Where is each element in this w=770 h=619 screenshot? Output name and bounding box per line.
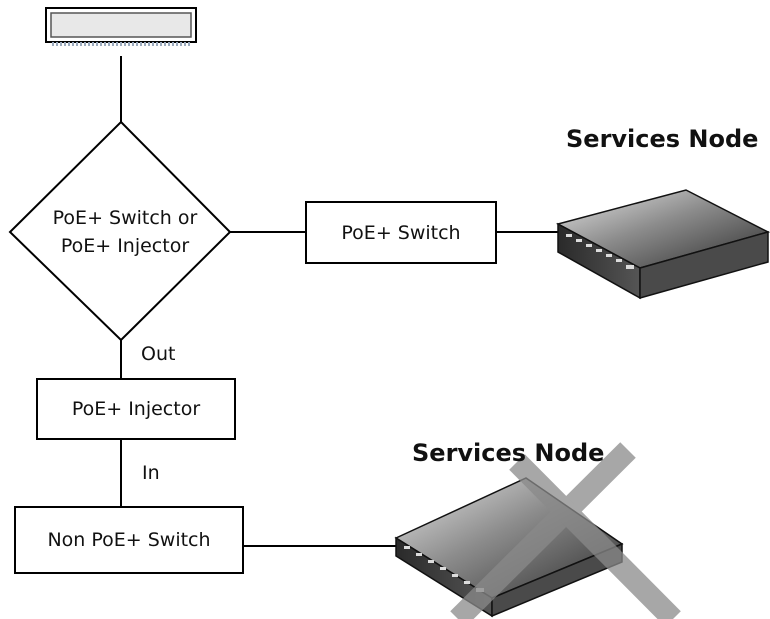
non-poe-switch-box: Non PoE+ Switch [14,506,244,574]
in-label: In [142,462,160,484]
cross-out-mark [450,442,681,619]
decision-diamond [8,120,232,342]
power-device-icon [45,7,197,46]
decision-label-line1: PoE+ Switch or [52,207,198,229]
poe-injector-label: PoE+ Injector [71,398,201,420]
poe-switch-box: PoE+ Switch [305,201,497,264]
poe-switch-label: PoE+ Switch [341,221,461,244]
non-poe-switch-label: Non PoE+ Switch [47,529,211,551]
decision-label: PoE+ Switch or PoE+ Injector [20,204,230,260]
decision-label-line2: PoE+ Injector [60,235,190,257]
services-node-top-title: Services Node [566,125,759,153]
services-node-bottom-title: Services Node [412,439,605,467]
out-label: Out [141,343,176,365]
poe-injector-box: PoE+ Injector [36,378,236,440]
services-node-top-icon [555,189,770,300]
